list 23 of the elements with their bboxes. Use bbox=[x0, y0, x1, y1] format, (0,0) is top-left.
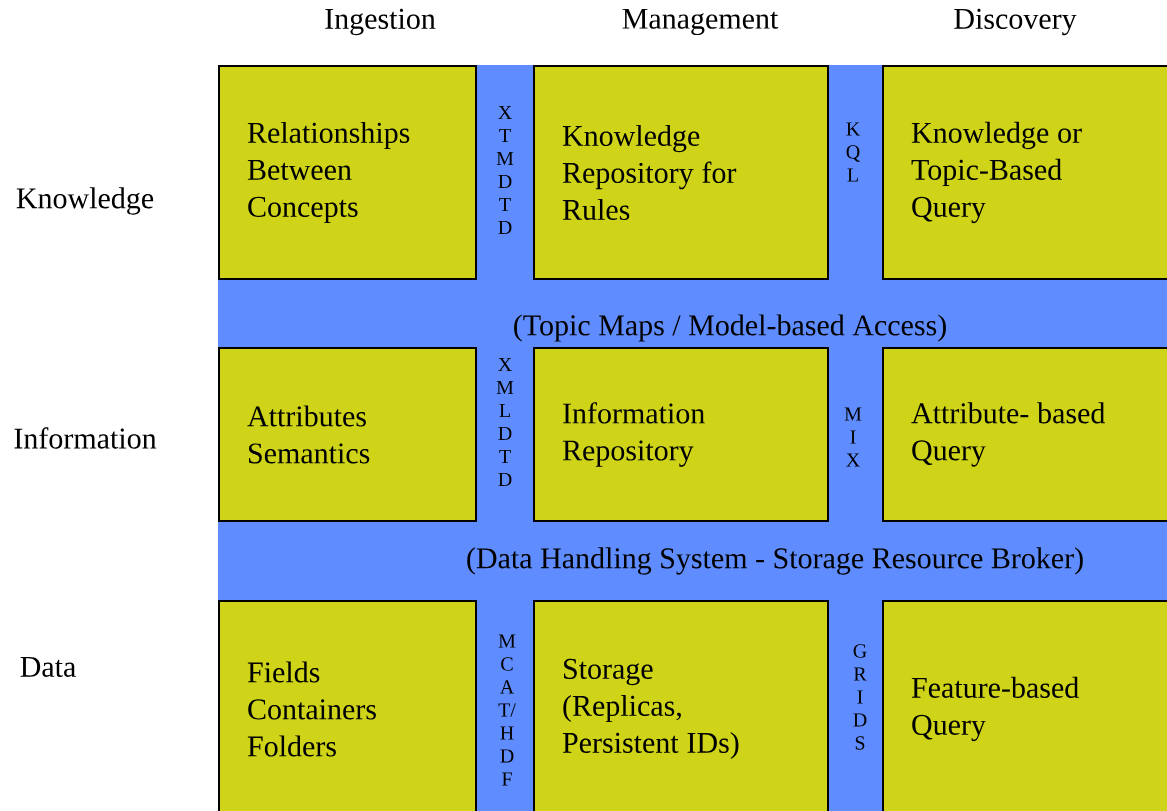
text-box: Attribute- based Query bbox=[882, 347, 1167, 522]
text-box: Storage (Replicas, Persistent IDs) bbox=[533, 600, 829, 811]
text-box: Fields Containers Folders bbox=[218, 600, 477, 811]
text-box: Relationships Between Concepts bbox=[218, 65, 477, 280]
column-heading: Ingestion bbox=[325, 8, 436, 36]
text-box: Knowledge Repository for Rules bbox=[533, 65, 829, 280]
vertical-label: XMLDTD bbox=[496, 357, 514, 487]
row-heading: Information bbox=[14, 427, 157, 449]
band-label: (Data Handling System - Storage Resource Broker) bbox=[467, 547, 1083, 575]
row-heading: Knowledge bbox=[16, 187, 154, 215]
text-box: Feature-based Query bbox=[882, 600, 1167, 811]
vertical-label: KQL bbox=[846, 122, 861, 182]
vertical-label: MIX bbox=[844, 407, 862, 467]
text-box: Information Repository bbox=[533, 347, 829, 522]
vertical-label: XTMDTD bbox=[496, 105, 514, 235]
text-box: Attributes Semantics bbox=[218, 347, 477, 522]
text-box: Knowledge or Topic-Based Query bbox=[882, 65, 1167, 280]
row-heading: Data bbox=[20, 657, 76, 677]
vertical-label: GRIDS bbox=[853, 644, 867, 750]
column-heading: Discovery bbox=[954, 8, 1077, 36]
band-label: (Topic Maps / Model-based Access) bbox=[514, 314, 946, 342]
vertical-label: MCAT/HDF bbox=[498, 634, 516, 786]
column-heading: Management bbox=[622, 8, 779, 36]
